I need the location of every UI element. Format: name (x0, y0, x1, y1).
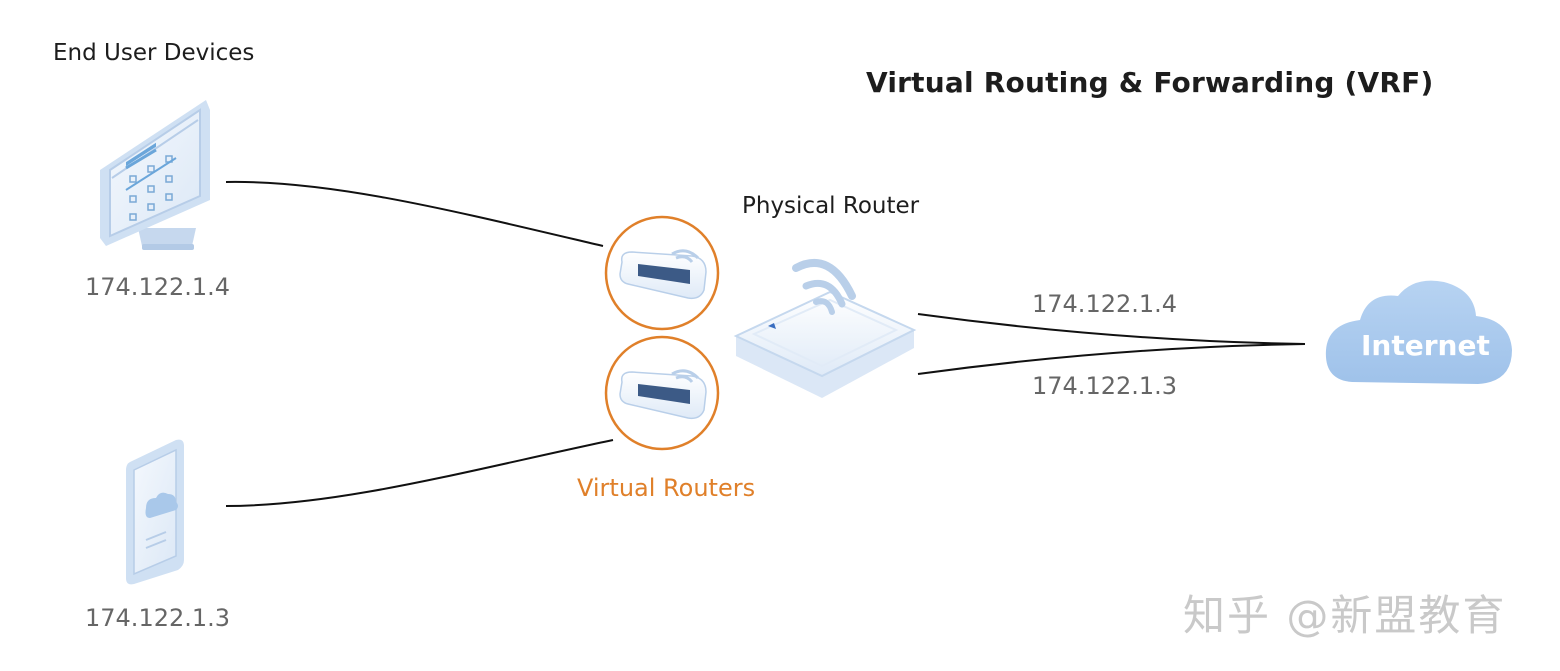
link-desktop-to-virtual-router-1 (225, 180, 604, 247)
virtual-router-2-icon (604, 335, 720, 451)
link-physical-router-to-internet-lower (917, 343, 1306, 375)
upper-link-ip-label: 174.122.1.4 (1032, 290, 1178, 318)
physical-router-icon (733, 259, 917, 398)
end-user-devices-label: End User Devices (53, 40, 255, 66)
desktop-ip-label: 174.122.1.4 (85, 273, 231, 301)
diagram-title: Virtual Routing & Forwarding (VRF) (866, 66, 1434, 99)
link-phone-to-virtual-router-2 (225, 439, 614, 507)
virtual-routers-label: Virtual Routers (577, 474, 756, 502)
smartphone-icon (126, 439, 184, 585)
virtual-router-1-icon (604, 215, 720, 331)
lower-link-ip-label: 174.122.1.3 (1032, 372, 1178, 400)
internet-label: Internet (1361, 329, 1490, 362)
desktop-monitor-icon (100, 100, 210, 250)
watermark: 知乎 @新盟教育 (1183, 591, 1507, 640)
physical-router-label: Physical Router (742, 193, 920, 219)
link-physical-router-to-internet-upper (917, 313, 1306, 345)
internet-cloud-icon (1325, 280, 1512, 384)
phone-ip-label: 174.122.1.3 (85, 604, 231, 632)
